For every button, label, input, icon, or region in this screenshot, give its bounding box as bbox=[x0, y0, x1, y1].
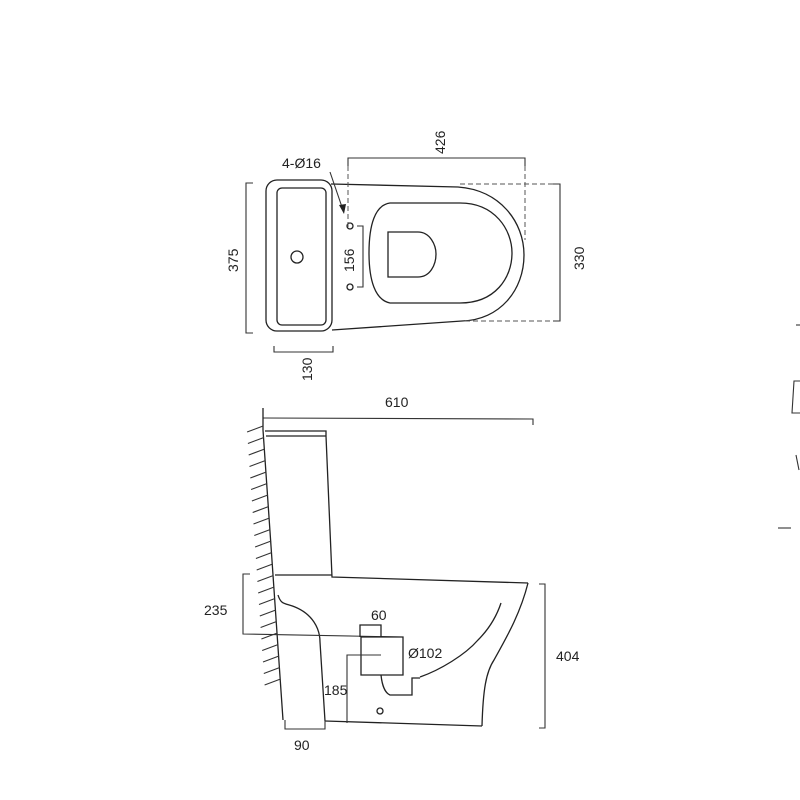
label-404: 404 bbox=[556, 648, 580, 664]
hatch-line bbox=[250, 482, 268, 491]
label-60: 60 bbox=[371, 607, 387, 623]
hatch-line bbox=[258, 597, 276, 606]
rear-curve bbox=[277, 594, 326, 722]
wall-line bbox=[262, 408, 284, 721]
dim-line-330 bbox=[553, 183, 561, 322]
hatch-line bbox=[263, 666, 280, 675]
label-375: 375 bbox=[225, 248, 241, 272]
dim-line-375 bbox=[245, 182, 253, 334]
hatch-line bbox=[259, 609, 276, 617]
dim-line-404 bbox=[539, 583, 546, 729]
bowl-outline bbox=[330, 183, 525, 331]
fixing-hole bbox=[346, 283, 354, 291]
hatch-line bbox=[262, 655, 280, 663]
dim-line-156 bbox=[357, 225, 364, 288]
hatch-line bbox=[246, 425, 264, 433]
bowl-water-area bbox=[387, 231, 437, 278]
hatch-line bbox=[261, 632, 278, 640]
dim-line-130 bbox=[273, 346, 334, 353]
leader-arrow bbox=[329, 171, 344, 211]
outlet-60-box bbox=[359, 624, 382, 637]
hatch-line bbox=[264, 678, 281, 686]
fragment-bracket bbox=[791, 380, 800, 414]
arrow-head-icon bbox=[339, 204, 346, 214]
label-holes: 4-Ø16 bbox=[282, 155, 321, 171]
outlet-pipe bbox=[380, 674, 420, 696]
label-610: 610 bbox=[385, 394, 409, 410]
base-line bbox=[324, 720, 483, 727]
tank-outline bbox=[265, 179, 333, 332]
hatch-line bbox=[252, 505, 269, 514]
hatch-line bbox=[248, 448, 265, 456]
hatch-line bbox=[254, 540, 272, 548]
trap-curve bbox=[419, 602, 502, 678]
dim-line-90 bbox=[284, 720, 326, 730]
seat-opening bbox=[368, 202, 513, 304]
hatch-line bbox=[255, 551, 273, 560]
outlet-box bbox=[360, 636, 404, 676]
dim-line-610 bbox=[262, 417, 534, 425]
label-102: Ø102 bbox=[408, 645, 442, 661]
hatch-line bbox=[250, 471, 267, 479]
flush-button-icon bbox=[290, 250, 304, 264]
wall-hatching bbox=[246, 425, 281, 686]
bowl-front bbox=[481, 582, 529, 727]
hatch-line bbox=[249, 459, 266, 468]
fixing-hole bbox=[346, 222, 354, 230]
hatch-line bbox=[260, 620, 277, 629]
side-view: 610 235 60 Ø102 185 404 90 bbox=[204, 394, 580, 753]
hatch-line bbox=[247, 436, 265, 445]
label-130: 130 bbox=[299, 357, 315, 381]
label-90: 90 bbox=[294, 737, 310, 753]
hatch-line bbox=[258, 586, 275, 594]
dim-line-185 bbox=[346, 654, 381, 723]
hatch-line bbox=[262, 643, 279, 652]
dim-line-235 bbox=[242, 573, 403, 638]
cropped-adjacent-drawing bbox=[778, 324, 800, 529]
hatch-line bbox=[254, 528, 271, 537]
top-view: 4-Ø16 426 375 330 156 130 bbox=[225, 130, 587, 381]
label-426: 426 bbox=[432, 130, 448, 154]
label-330: 330 bbox=[571, 246, 587, 270]
fragment-line bbox=[795, 454, 800, 471]
label-185: 185 bbox=[324, 682, 348, 698]
tank-inner bbox=[276, 187, 327, 326]
label-156: 156 bbox=[341, 248, 357, 272]
tank-side bbox=[265, 430, 529, 584]
label-235: 235 bbox=[204, 602, 228, 618]
hatch-line bbox=[251, 494, 269, 502]
dim-line-426 bbox=[347, 157, 526, 166]
drain-hole bbox=[376, 707, 384, 715]
hatch-line bbox=[253, 517, 270, 525]
hatch-line bbox=[256, 563, 273, 571]
hatch-line bbox=[257, 574, 274, 583]
